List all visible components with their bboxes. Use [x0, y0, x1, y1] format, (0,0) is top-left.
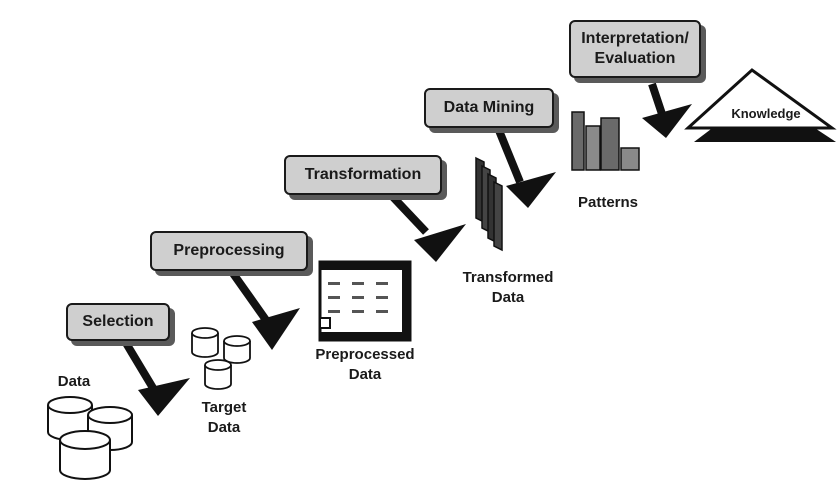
- arrow-transformation: [389, 193, 466, 262]
- artifact-target-data-line2: Data: [207, 419, 241, 436]
- preprocessed-data-grid-icon: [318, 260, 412, 342]
- patterns-bars-icon: [571, 111, 640, 171]
- artifact-transformed-data-line1: Transformed: [462, 269, 554, 286]
- step-selection-box: Selection: [66, 303, 170, 341]
- artifact-data-label: Data: [57, 373, 91, 390]
- artifact-preprocessed-data-line1: Preprocessed: [315, 346, 415, 363]
- step-selection-label: Selection: [82, 313, 154, 330]
- artifact-preprocessed-data-label: Preprocessed Data: [300, 345, 430, 385]
- step-preprocessing-label: Preprocessing: [173, 242, 285, 259]
- step-data-mining-box: Data Mining: [424, 88, 554, 128]
- step-interpretation-box: Interpretation/ Evaluation: [569, 20, 701, 78]
- arrow-selection: [122, 340, 190, 416]
- knowledge-triangle-icon: [684, 68, 837, 142]
- artifact-patterns-label: Patterns: [577, 194, 639, 211]
- artifact-preprocessed-data-line2: Data: [348, 366, 382, 383]
- arrow-preprocessing: [228, 269, 300, 350]
- artifact-transformed-data-line2: Data: [491, 289, 525, 306]
- artifact-target-data-label: Target Data: [188, 398, 260, 438]
- step-preprocessing-box: Preprocessing: [150, 231, 308, 271]
- transformed-data-sheets-icon: [475, 156, 503, 252]
- arrow-interpretation: [642, 82, 692, 138]
- data-cylinders-icon: [47, 396, 133, 480]
- artifact-target-data-line1: Target: [201, 399, 247, 416]
- target-data-cylinders-icon: [191, 327, 251, 390]
- step-interpretation-label-line2: Evaluation: [594, 50, 676, 67]
- artifact-transformed-data-label: Transformed Data: [448, 268, 568, 308]
- arrow-data-mining: [494, 126, 556, 208]
- artifact-knowledge-label: Knowledge: [731, 106, 801, 121]
- step-interpretation-label-line1: Interpretation/: [581, 30, 689, 47]
- step-transformation-label: Transformation: [304, 166, 422, 183]
- step-data-mining-label: Data Mining: [443, 99, 535, 116]
- step-transformation-box: Transformation: [284, 155, 442, 195]
